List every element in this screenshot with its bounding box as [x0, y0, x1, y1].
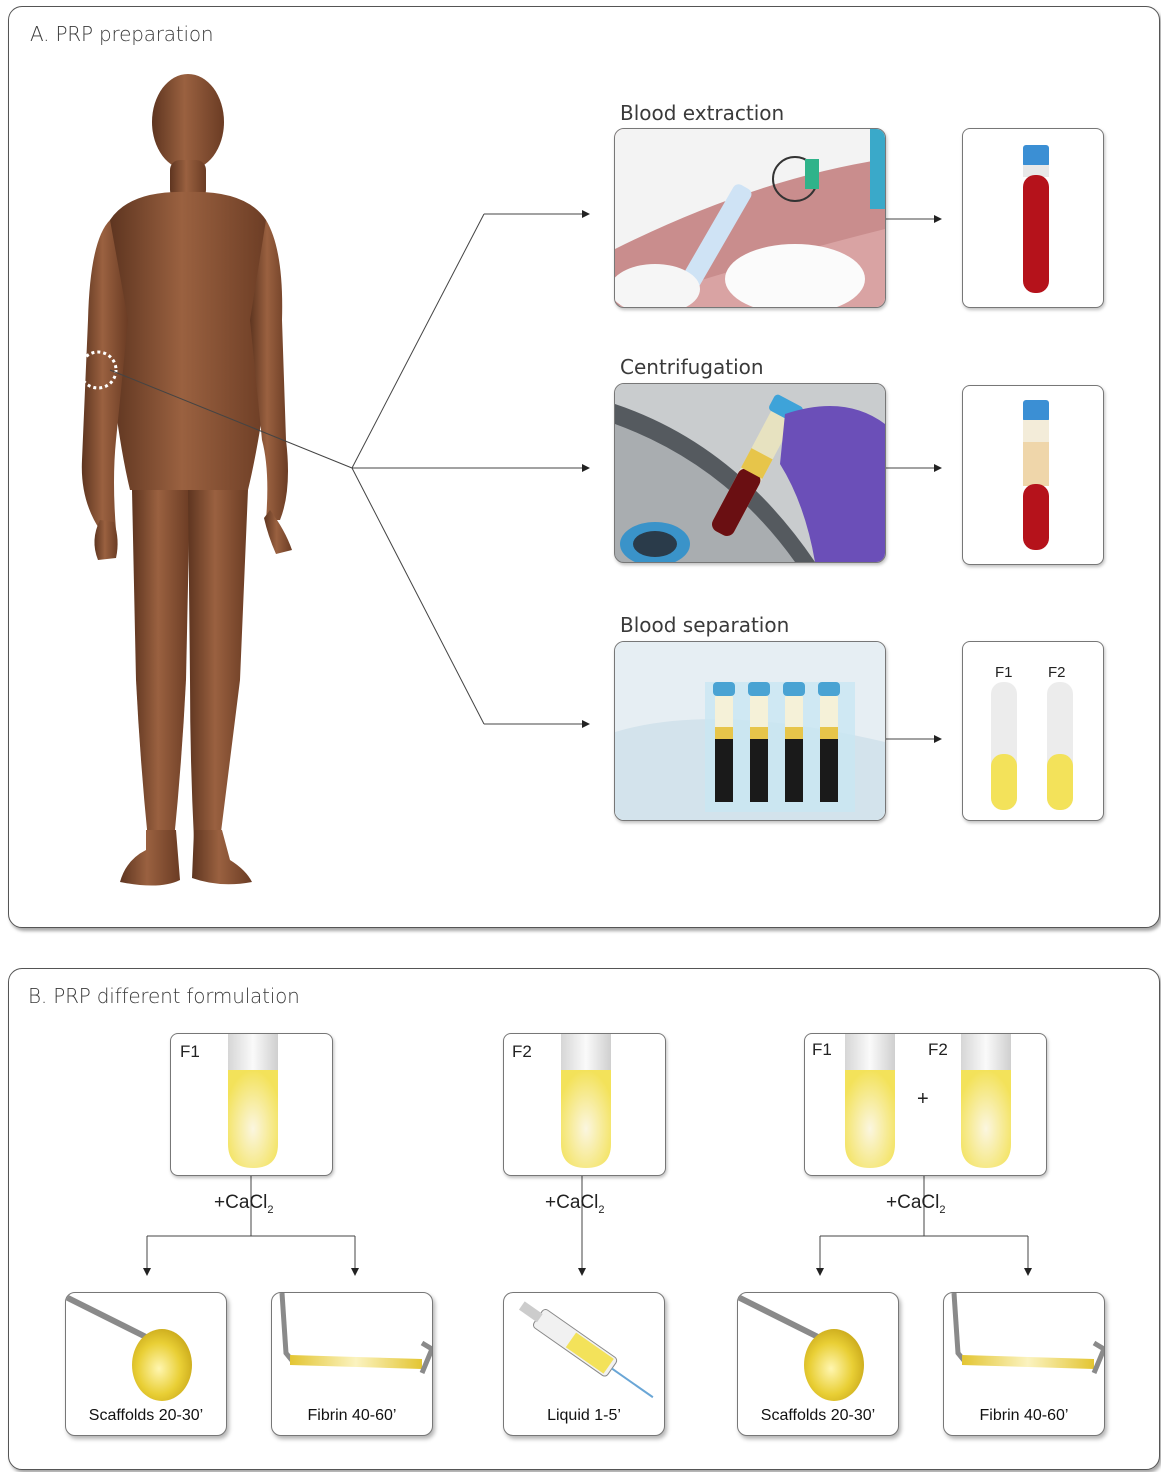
- output-label-fibrin-f1-f2: Fibrin 40-60’: [944, 1407, 1104, 1425]
- output-label-fibrin-f1: Fibrin 40-60’: [272, 1407, 432, 1425]
- formulation-label-f2: F2: [512, 1042, 532, 1062]
- cacl2-label-f1-f2: +CaCl2: [886, 1192, 945, 1216]
- output-card-fibrin-f1: Fibrin 40-60’: [271, 1292, 433, 1436]
- formulation-label-f1-combined: F1: [812, 1040, 832, 1060]
- output-label-scaffolds-f1-f2: Scaffolds 20-30’: [738, 1407, 898, 1425]
- formulation-label-f2-combined: F2: [928, 1040, 948, 1060]
- output-card-fibrin-f1-f2: Fibrin 40-60’: [943, 1292, 1105, 1436]
- output-card-scaffolds-f1: Scaffolds 20-30’: [65, 1292, 227, 1436]
- cacl2-label-f2: +CaCl2: [545, 1192, 604, 1216]
- output-label-liquid-f2: Liquid 1-5’: [504, 1407, 664, 1425]
- cacl2-label-f1: +CaCl2: [214, 1192, 273, 1216]
- output-card-liquid-f2: Liquid 1-5’: [503, 1292, 665, 1436]
- output-label-scaffolds-f1: Scaffolds 20-30’: [66, 1407, 226, 1425]
- plus-sign: +: [917, 1088, 929, 1111]
- output-card-scaffolds-f1-f2: Scaffolds 20-30’: [737, 1292, 899, 1436]
- formulation-label-f1: F1: [180, 1042, 200, 1062]
